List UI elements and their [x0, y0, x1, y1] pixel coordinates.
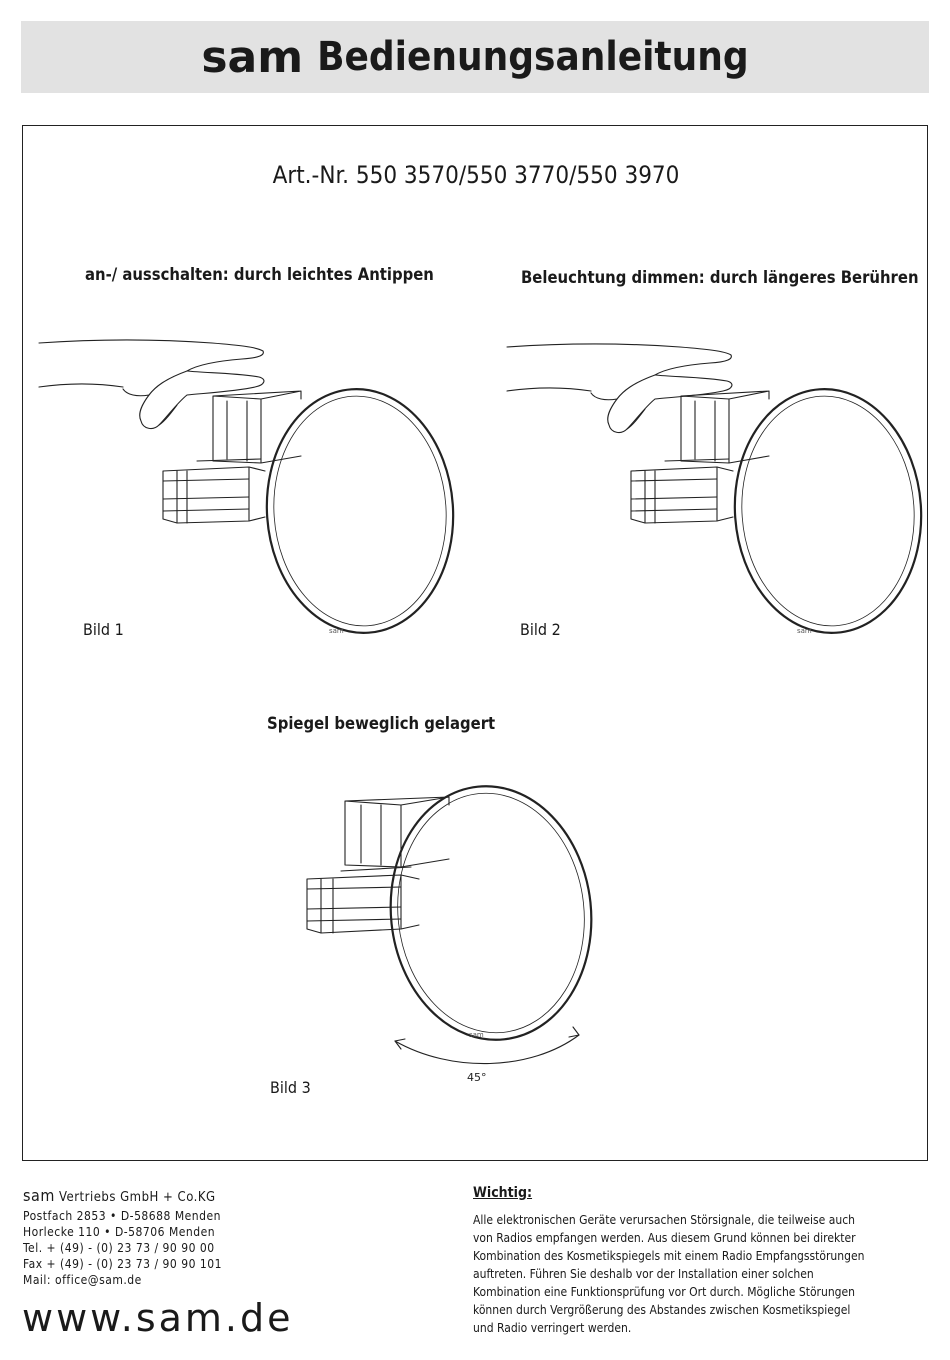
wall-arm — [162, 466, 250, 524]
figure-3-illustration: sam 45° — [306, 785, 593, 1084]
notice-line: Alle elektronischen Geräte verursachen S… — [473, 1213, 855, 1227]
rotation-angle: 45° — [467, 1071, 487, 1084]
hand-sketch — [38, 339, 265, 430]
switch-box — [680, 390, 770, 464]
company-suffix: Vertriebs GmbH + Co.KG — [54, 1190, 216, 1205]
mirror-logo: sam — [469, 1031, 484, 1039]
mirror-ring — [265, 388, 455, 634]
email-line: Mail: office@sam.de — [23, 1273, 142, 1287]
figure-1-caption: an-/ ausschalten: durch leichtes Antippe… — [85, 265, 434, 284]
figure-1-label: Bild 1 — [83, 620, 124, 639]
company-name: sam Vertriebs GmbH + Co.KG — [23, 1188, 222, 1206]
company-brand: sam — [23, 1186, 55, 1205]
switch-box — [212, 390, 302, 464]
address-line: Horlecke 110 • D-58706 Menden — [23, 1225, 216, 1239]
page-title: Bedienungsanleitung — [317, 34, 749, 80]
figure-2-label: Bild 2 — [520, 620, 561, 639]
instructions-frame: Art.-Nr. 550 3570/550 3770/550 3970 an-/… — [22, 125, 928, 1161]
figure-2-illustration: sam — [506, 343, 923, 635]
wall-arm — [630, 466, 718, 524]
important-notice: Wichtig: Alle elektronischen Geräte veru… — [473, 1185, 893, 1337]
switch-box — [344, 796, 450, 868]
notice-line: von Radios empfangen werden. Aus diesem … — [473, 1231, 856, 1245]
mirror-ring — [389, 785, 593, 1041]
mirror-logo: sam — [797, 627, 812, 635]
figure-2-caption: Beleuchtung dimmen: durch längeres Berüh… — [521, 268, 919, 287]
hand-sketch — [506, 343, 733, 434]
notice-line: Kombination des Kosmetikspiegels mit ein… — [473, 1249, 865, 1263]
fax-line: Fax + (49) - (0) 23 73 / 90 90 101 — [23, 1257, 222, 1271]
notice-line: Kombination eine Funktionsprüfung vor Or… — [473, 1285, 856, 1299]
article-number: Art.-Nr. 550 3570/550 3770/550 3970 — [272, 161, 680, 189]
website-link[interactable]: www.sam.de — [22, 1296, 294, 1340]
figure-3-caption: Spiegel beweglich gelagert — [267, 714, 496, 733]
notice-line: können durch Vergrößerung des Abstandes … — [473, 1303, 851, 1317]
notice-line: auftreten. Führen Sie deshalb vor der In… — [473, 1267, 814, 1281]
figure-1-illustration: sam — [38, 339, 455, 635]
notice-heading: Wichtig: — [473, 1185, 533, 1201]
notice-text: Alle elektronischen Geräte verursachen S… — [473, 1211, 893, 1337]
rotation-arrow — [394, 1034, 580, 1065]
company-address: sam Vertriebs GmbH + Co.KG Postfach 2853… — [23, 1188, 222, 1288]
phone-line: Tel. + (49) - (0) 23 73 / 90 90 00 — [23, 1241, 215, 1255]
header-brand: sam — [201, 31, 304, 83]
mirror-ring — [733, 388, 923, 634]
page-header: sam Bedienungsanleitung — [21, 21, 929, 93]
address-line: Postfach 2853 • D-58688 Menden — [23, 1209, 221, 1223]
mirror-logo: sam — [329, 627, 344, 635]
notice-line: und Radio verringert werden. — [473, 1321, 632, 1335]
figure-3-label: Bild 3 — [270, 1078, 311, 1097]
